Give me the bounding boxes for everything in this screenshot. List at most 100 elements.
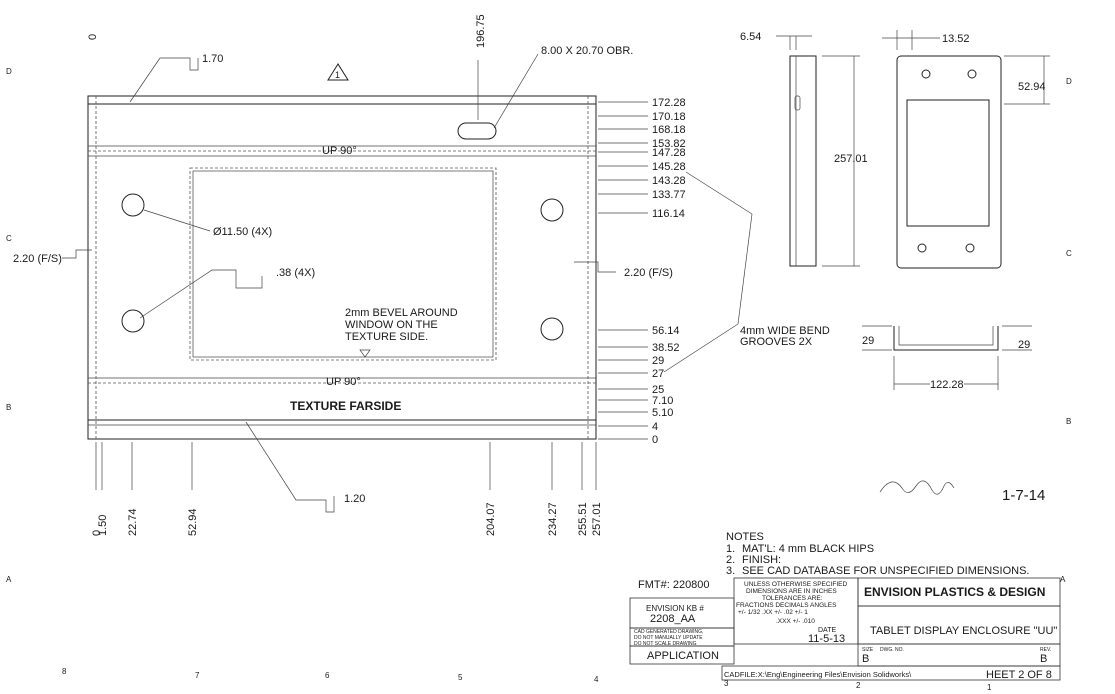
zone-7: 7 [195, 671, 200, 680]
application-label: APPLICATION [647, 650, 719, 662]
dim-13-52: 13.52 [942, 33, 970, 45]
flat-outline [87, 95, 597, 440]
handwritten-signature [879, 480, 955, 495]
ordinate-right-3: 153.82 [652, 138, 686, 150]
ordinate-bottom-2: 22.74 [127, 508, 139, 536]
section-view: 29 29 122.28 [862, 325, 1032, 391]
front-view: 13.52 52.94 [882, 30, 1050, 269]
zone-c-right: C [1066, 249, 1072, 258]
envision-kb-value: 2208_AA [650, 613, 696, 625]
ordinate-right-0: 172.28 [652, 97, 686, 109]
ordinate-right-1: 170.18 [652, 111, 686, 123]
svg-text:TOLERANCES ARE:: TOLERANCES ARE: [762, 595, 823, 602]
zone-markers: D C B A D C B A 8 7 6 5 4 3 2 1 [6, 67, 1072, 692]
zone-1: 1 [987, 683, 992, 692]
zone-b-left: B [6, 403, 11, 412]
front-view-outline [896, 55, 1002, 269]
ordinate-right-10: 38.52 [652, 342, 680, 354]
dim-29-left: 29 [862, 335, 874, 347]
note-2-text: FINISH: [742, 554, 781, 566]
zone-a-left: A [6, 575, 12, 584]
svg-text:DO NOT SCALE DRAWING: DO NOT SCALE DRAWING [634, 641, 697, 647]
zone-3: 3 [724, 679, 729, 688]
zone-d-left: D [6, 67, 12, 76]
rev-value: B [1040, 653, 1047, 665]
fmt-number: FMT#: 220800 [638, 579, 710, 591]
sheet-number: HEET 2 OF 8 [986, 669, 1052, 681]
approval-signature: 1-7-14 [879, 480, 1045, 504]
ordinate-bottom-5: 234.27 [547, 502, 559, 536]
notes-block: NOTES 1. MAT'L: 4 mm BLACK HIPS 2. FINIS… [726, 531, 1029, 577]
bend-groove-line1: 4mm WIDE BEND [740, 325, 830, 337]
ordinate-right-17: 0 [652, 434, 658, 446]
up-90-top: UP 90° [322, 145, 357, 157]
ordinate-right-8: 116.14 [652, 208, 685, 220]
up-90-bottom: UP 90° [326, 376, 361, 388]
envision-kb-label: ENVISION KB # [646, 604, 704, 613]
zone-c-left: C [6, 234, 12, 243]
section-profile [893, 326, 999, 351]
window-bevel-outline [189, 167, 497, 361]
zone-4: 4 [594, 675, 599, 684]
dim-122-28: 122.28 [930, 379, 964, 391]
mount-hole-bottom-right [540, 317, 564, 341]
bend-groove-callout: 4mm WIDE BEND GROOVES 2X [663, 171, 830, 373]
dim-52-94: 52.94 [1018, 81, 1046, 93]
ordinate-right-2: 168.18 [652, 124, 686, 136]
svg-text:FRACTIONS DECIMALS ANGLES: FRACTIONS DECIMALS ANGLES [736, 602, 837, 609]
display-window [192, 170, 494, 358]
ordinate-right-9: 56.14 [652, 325, 680, 337]
dim-29-right: 29 [1018, 339, 1030, 351]
notes-header: NOTES [726, 531, 764, 543]
ordinate-bottom-4: 204.07 [485, 502, 497, 536]
slot-callout: 8.00 X 20.70 OBR. [541, 45, 633, 57]
ordinate-bottom-3: 52.94 [187, 508, 199, 536]
dim-257-01: 257.01 [834, 153, 868, 165]
svg-text:UNLESS OTHERWISE SPECIFIED: UNLESS OTHERWISE SPECIFIED [744, 581, 847, 588]
revision-triangle [327, 63, 349, 81]
bevel-note-line3: TEXTURE SIDE. [345, 331, 428, 343]
zone-b-right: B [1066, 417, 1071, 426]
mount-hole-top-right [540, 198, 564, 222]
side-view-outline [789, 55, 817, 267]
cadfile-path: CADFILE:X:\Eng\Engineering Files\Envisio… [724, 670, 912, 679]
svg-text:.XXX +/- .010: .XXX +/- .010 [776, 618, 815, 625]
size-value: B [862, 653, 869, 665]
title-block: FMT#: 220800 ENVISION KB # 2208_AA CAD G… [629, 577, 1061, 681]
ordinate-bottom-7: 257.01 [591, 502, 603, 536]
svg-text:DO NOT MANUALLY UPDATE: DO NOT MANUALLY UPDATE [634, 635, 703, 641]
obround-slot [457, 122, 497, 140]
ordinate-right-11: 29 [652, 355, 664, 367]
zone-d-right: D [1066, 77, 1072, 86]
zone-5: 5 [458, 673, 463, 682]
date-label: DATE [818, 627, 836, 634]
note-1-num: 1. [726, 543, 735, 555]
note-1-text: MAT'L: 4 mm BLACK HIPS [742, 543, 874, 555]
ordinate-right-4: 147.28 [652, 147, 686, 159]
dim-196-75: 196.75 [475, 14, 487, 48]
side-view: 6.54 257.01 [740, 31, 868, 267]
ordinate-right-13: 25 [652, 384, 664, 396]
ordinate-right-16: 4 [652, 421, 658, 433]
ordinate-right-5: 145.28 [652, 161, 686, 173]
ordinate-bottom-6: 255.51 [577, 502, 589, 536]
ordinate-right-12: 27 [652, 368, 664, 380]
drawing-title: TABLET DISPLAY ENCLOSURE "UU" [870, 625, 1057, 637]
zone-2: 2 [856, 681, 861, 690]
signature-date: 1-7-14 [1002, 487, 1045, 504]
ordinate-right-7: 133.77 [652, 189, 686, 201]
texture-farside-label: TEXTURE FARSIDE [290, 399, 401, 413]
dim-6-54: 6.54 [740, 31, 761, 43]
note-2-num: 2. [726, 554, 735, 566]
ordinate-bottom-1: 1.50 [97, 515, 109, 536]
ordinate-right-6: 143.28 [652, 175, 686, 187]
zone-a-right: A [1060, 575, 1066, 584]
mount-hole-top-left [121, 193, 145, 217]
svg-text:CAD GENERATED DRAWING,: CAD GENERATED DRAWING, [634, 629, 703, 635]
dwg-no-label: DWG. NO. [880, 647, 904, 653]
dim-1-70: 1.70 [202, 53, 223, 65]
dim-zero-top: 0 [87, 34, 99, 40]
